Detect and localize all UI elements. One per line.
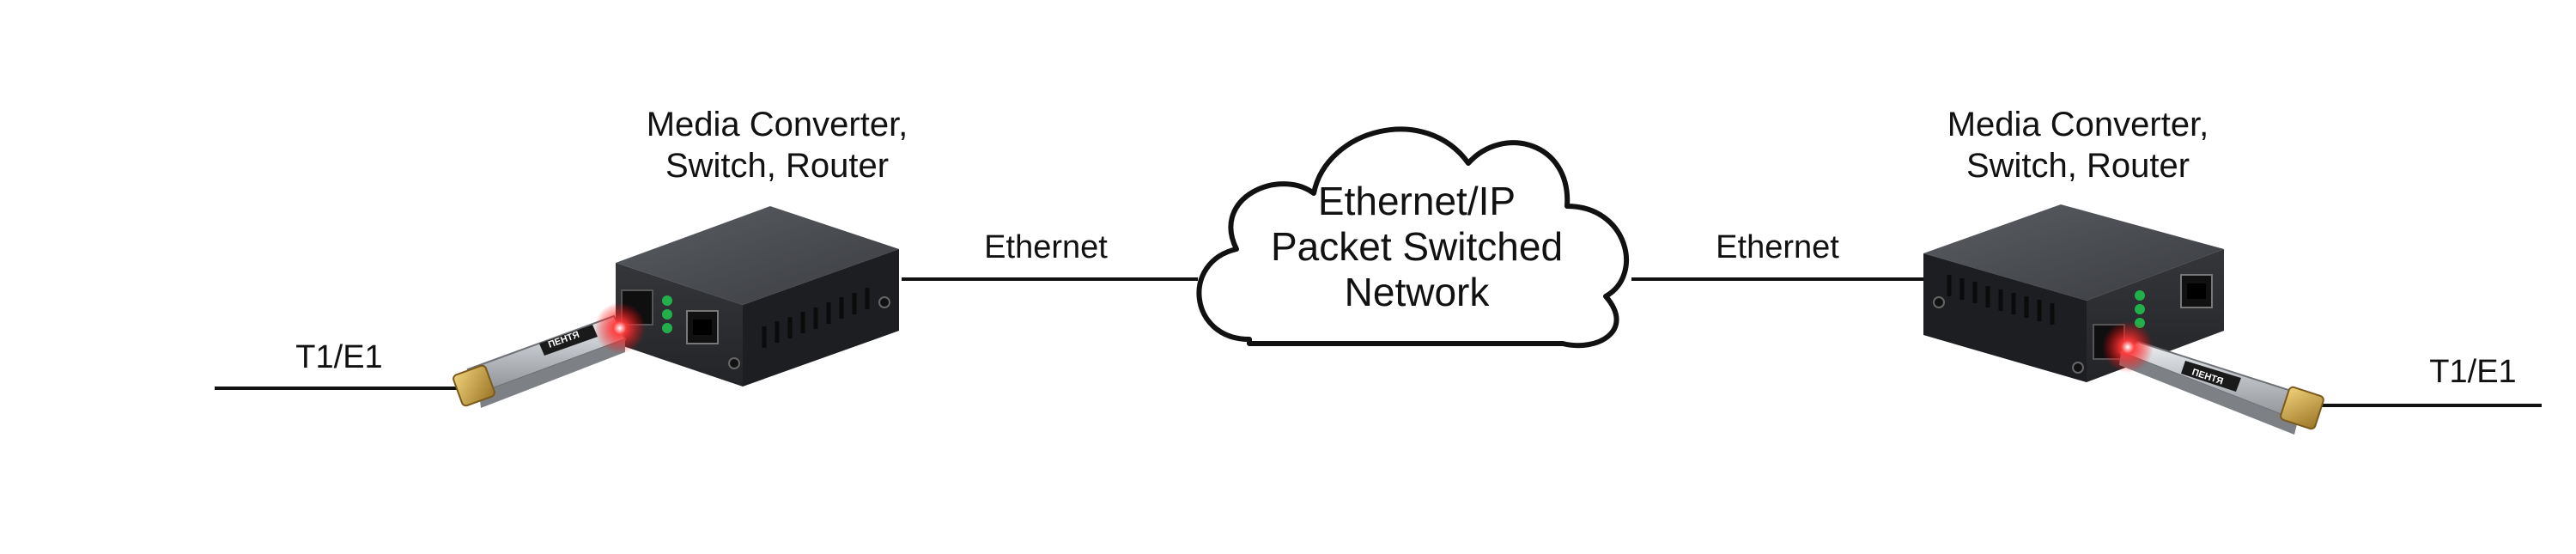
right-led-1 — [2135, 290, 2145, 301]
left-t1e1-label: T1/E1 — [295, 339, 382, 375]
left-led-1 — [662, 295, 672, 306]
right-t1e1-label: T1/E1 — [2429, 354, 2516, 390]
left-sfp-underside — [479, 339, 625, 408]
left-laser-glow — [594, 302, 646, 354]
right-sfp-module: ПЕНТЯ — [2102, 321, 2324, 435]
cloud-network-icon — [1196, 126, 1629, 349]
right-screw-side — [1933, 296, 1945, 308]
right-sfp-connector — [2280, 386, 2324, 430]
left-converter-top — [616, 206, 899, 305]
right-sfp-underside — [2119, 352, 2298, 435]
right-vents — [1947, 275, 2055, 325]
right-screw-front — [2072, 362, 2084, 374]
left-screw-side — [878, 296, 890, 308]
right-device-label-line2: Switch, Router — [1966, 147, 2190, 185]
left-sfp-module: ПЕНТЯ — [453, 302, 646, 408]
left-sfp-connector — [453, 364, 495, 407]
cloud-label-line1: Ethernet/IP — [1318, 179, 1516, 223]
left-device-label-line2: Switch, Router — [665, 147, 889, 185]
left-sfp-label — [539, 325, 598, 356]
right-rj45-port — [2180, 274, 2213, 308]
left-device-label-line1: Media Converter, — [647, 106, 908, 143]
left-screw-front — [728, 357, 740, 369]
left-media-converter — [616, 206, 899, 387]
right-device-label-line1: Media Converter, — [1947, 106, 2209, 143]
right-laser-glow — [2102, 321, 2154, 373]
right-led-2 — [2135, 304, 2145, 314]
right-rj45-jack — [2187, 283, 2206, 299]
left-led-3 — [662, 323, 672, 333]
cloud-label-line2: Packet Switched — [1271, 224, 1563, 269]
left-converter-side — [743, 249, 899, 387]
left-led-2 — [662, 309, 672, 320]
left-vents — [762, 288, 870, 348]
left-ethernet-label: Ethernet — [984, 229, 1108, 265]
right-converter-top — [1923, 204, 2224, 301]
cloud-label-line3: Network — [1345, 270, 1491, 314]
right-ethernet-label: Ethernet — [1716, 229, 1839, 265]
right-sfp-label — [2181, 361, 2241, 392]
left-rj45-jack — [693, 320, 712, 335]
